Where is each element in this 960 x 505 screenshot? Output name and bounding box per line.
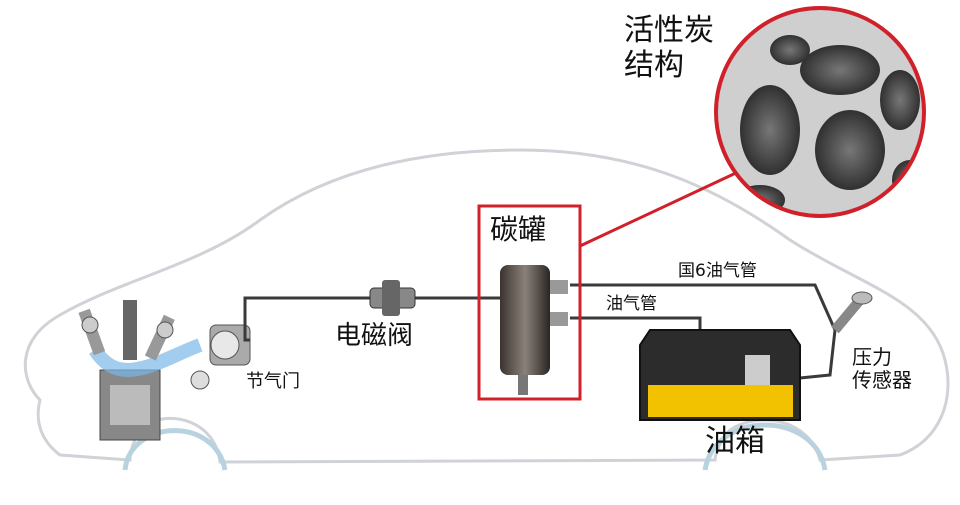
carbon-canister-highlight xyxy=(477,204,582,401)
micrograph-border xyxy=(714,6,926,218)
car-outline xyxy=(23,148,950,464)
activated-carbon-label: 活性炭 结构 xyxy=(624,13,714,83)
pressure-sensor-label: 压力 传感器 xyxy=(852,346,912,392)
pressure-sensor-icon xyxy=(831,291,873,334)
pressure-sensor-label-line1: 压力 xyxy=(852,345,892,369)
carbon-canister-icon xyxy=(500,265,568,395)
solenoid-valve-icon xyxy=(369,280,416,316)
carbon-canister-label: 碳罐 xyxy=(490,213,547,246)
activated-carbon-label-line1: 活性炭 xyxy=(624,13,714,48)
national6-vapor-pipe-label: 国6油气管 xyxy=(678,261,757,281)
fuel-tank-label: 油箱 xyxy=(705,424,765,459)
purge-pipe xyxy=(243,296,500,342)
pressure-sensor-label-line2: 传感器 xyxy=(852,368,912,392)
throttle-icon xyxy=(209,324,251,366)
fuel-tank-icon xyxy=(639,329,801,421)
engine-icon xyxy=(78,300,210,441)
throttle-label: 节气门 xyxy=(246,371,300,392)
vapor-pipe-label: 油气管 xyxy=(606,294,657,314)
activated-carbon-micrograph xyxy=(716,8,924,216)
callout-line xyxy=(579,170,739,248)
vapor-pipe-line xyxy=(570,316,702,330)
activated-carbon-label-line2: 结构 xyxy=(624,47,684,83)
solenoid-valve-label: 电磁阀 xyxy=(335,321,414,351)
rear-wheel-arch xyxy=(702,422,828,471)
front-wheel-arch xyxy=(122,428,228,471)
